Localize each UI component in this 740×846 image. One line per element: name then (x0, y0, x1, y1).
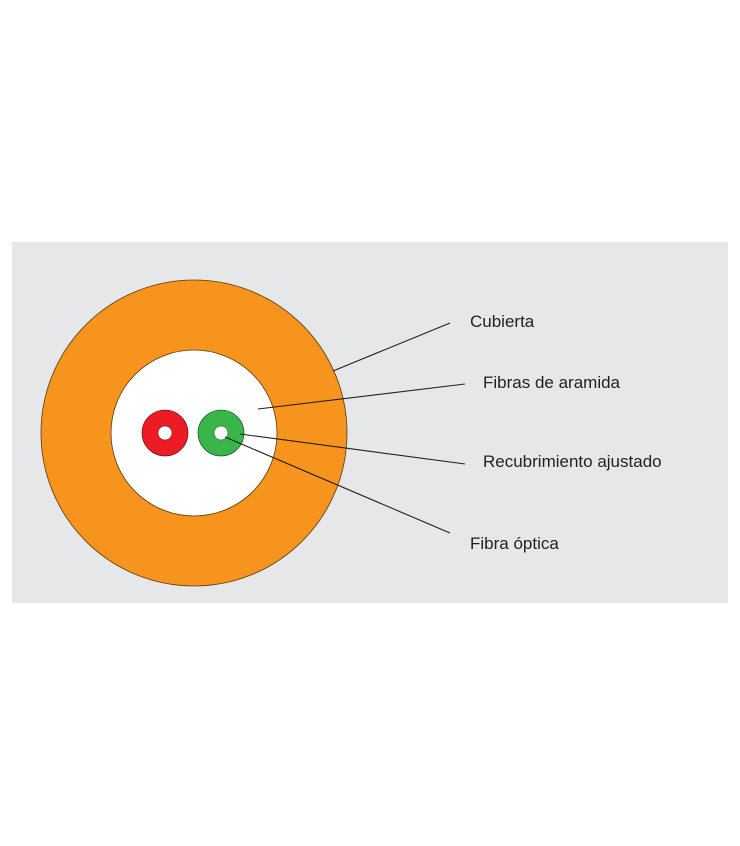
label-buffer: Recubrimiento ajustado (483, 452, 662, 471)
leader-line-buffer (239, 433, 466, 465)
green-fiber-core (213, 425, 229, 441)
label-fiber: Fibra óptica (470, 534, 559, 553)
leader-line-fiber (224, 436, 451, 534)
green-tight-buffered-fiber (197, 409, 245, 457)
aramid-fiber-region (110, 349, 278, 517)
leader-line-aramid (257, 383, 466, 410)
red-fiber-core (157, 425, 173, 441)
red-tight-buffered-fiber (141, 409, 189, 457)
label-jacket: Cubierta (470, 312, 535, 331)
leader-line-jacket (332, 322, 451, 372)
label-aramid: Fibras de aramida (483, 373, 621, 392)
